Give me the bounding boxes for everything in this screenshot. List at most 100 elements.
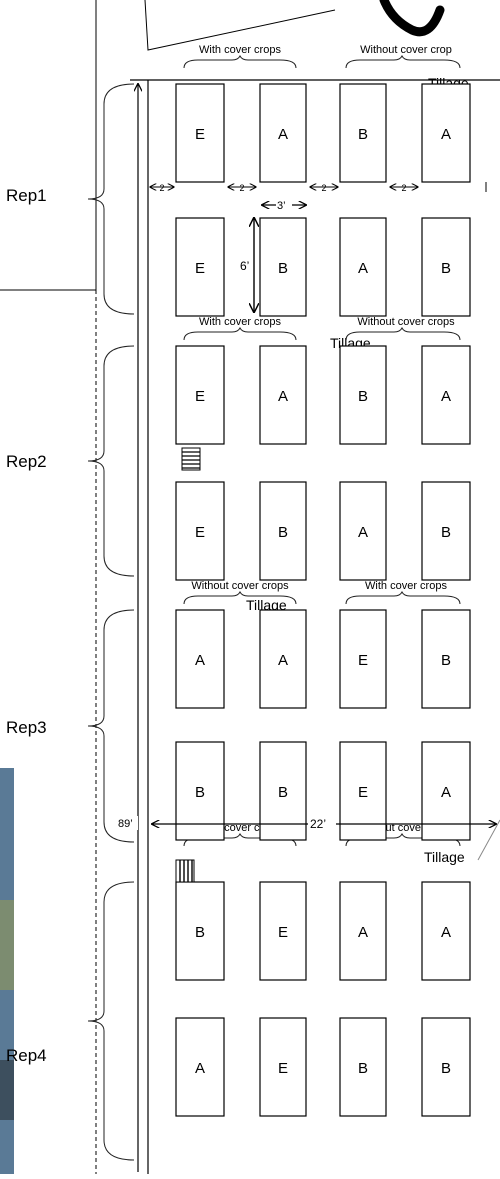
plot-treatment-label: A [278, 126, 288, 143]
rep-label: Rep1 [6, 186, 47, 205]
plot: A [421, 83, 471, 183]
width-label: 22’ [310, 817, 326, 831]
cover-crop-bracket-right [345, 326, 461, 341]
width-label-box [308, 815, 336, 830]
plot-treatment-label: B [441, 1060, 451, 1077]
plot-box [421, 609, 471, 709]
plot-box [175, 83, 225, 183]
cover-crop-bracket-left [183, 326, 297, 341]
plot-box [339, 481, 387, 581]
plot-treatment-label: A [358, 924, 368, 941]
plot-dimensions: 3’ 6’ [240, 198, 306, 312]
plot-box [421, 481, 471, 581]
gap-label: 2 [401, 183, 406, 193]
plot-box [259, 1017, 307, 1117]
plot: E [175, 345, 225, 445]
plot: A [175, 1017, 225, 1117]
plot-box [175, 881, 225, 981]
diagonal-faint-line [477, 819, 500, 861]
hatched-markers [175, 447, 201, 883]
plot: E [259, 1017, 307, 1117]
plot: B [259, 217, 307, 317]
plot-box [421, 1017, 471, 1117]
length-label-box [116, 816, 138, 830]
plot-box [421, 345, 471, 445]
plot-treatment-label: E [278, 1060, 288, 1077]
plot-width-label: 3’ [277, 200, 286, 212]
plot: A [421, 881, 471, 981]
plot-box [339, 217, 387, 317]
plot: A [259, 83, 307, 183]
plot-box [175, 609, 225, 709]
plot-treatment-label: E [358, 652, 368, 669]
rep-label: Rep2 [6, 452, 47, 471]
plot: B [339, 83, 387, 183]
plot: A [339, 481, 387, 581]
cover-crop-label-left: With cover crops [199, 316, 281, 328]
plot: A [339, 881, 387, 981]
plot: A [339, 217, 387, 317]
plot-treatment-label: B [195, 784, 205, 801]
plot-treatment-label: A [278, 652, 288, 669]
plot-treatment-label: E [195, 524, 205, 541]
plot-box [339, 345, 387, 445]
plot: E [339, 741, 387, 841]
plot-box [259, 609, 307, 709]
plot-length-label: 6’ [240, 259, 249, 273]
plot-box [339, 1017, 387, 1117]
tillage-label: Tillage [246, 597, 287, 613]
plot: B [421, 217, 471, 317]
plot-treatment-label: E [195, 260, 205, 277]
plot-box [259, 83, 307, 183]
plot: E [175, 481, 225, 581]
top-right-handwritten-stroke [379, 0, 445, 37]
plot: A [259, 609, 307, 709]
plot-treatment-label: B [358, 1060, 368, 1077]
top-sketch-line [144, 0, 336, 51]
rep-brace [87, 83, 135, 315]
plot: B [421, 1017, 471, 1117]
plot-box [259, 481, 307, 581]
plot: E [175, 83, 225, 183]
plot-box [175, 345, 225, 445]
plot-treatment-label: A [441, 924, 451, 941]
rep-brace [87, 609, 135, 843]
plot: A [421, 741, 471, 841]
plot-box [259, 345, 307, 445]
plot-treatment-label: B [441, 652, 451, 669]
vertical-hatch-lines [179, 860, 193, 882]
rep-label: Rep4 [6, 1046, 47, 1065]
plot: A [175, 609, 225, 709]
plot: B [175, 741, 225, 841]
plot-treatment-label: B [441, 260, 451, 277]
plot-treatment-label: A [358, 260, 368, 277]
tillage-label: Tillage [424, 849, 465, 865]
length-label: 89’ [118, 818, 133, 830]
plot: B [175, 881, 225, 981]
horizontal-hatch-lines [182, 451, 200, 469]
plot-box [339, 881, 387, 981]
plot-box [339, 609, 387, 709]
photo-strip-detail [0, 900, 14, 990]
plot-treatment-label: B [278, 524, 288, 541]
plot-treatment-label: A [195, 1060, 205, 1077]
cover-crop-bracket-left [183, 54, 297, 69]
plot-treatment-label: B [358, 126, 368, 143]
plot: B [421, 609, 471, 709]
plot: B [421, 481, 471, 581]
cover-crop-label-right: Without cover crops [357, 316, 455, 328]
plot: E [175, 217, 225, 317]
plot-width-label-box [276, 198, 292, 210]
top-left-border-line [0, 0, 97, 291]
plot: E [339, 609, 387, 709]
plot-box [259, 881, 307, 981]
plot-treatment-label: B [358, 388, 368, 405]
length-dimension: 89’ [116, 84, 138, 1172]
plot-treatment-label: A [441, 784, 451, 801]
gap-label: 2 [321, 183, 326, 193]
plot-treatment-label: A [358, 524, 368, 541]
